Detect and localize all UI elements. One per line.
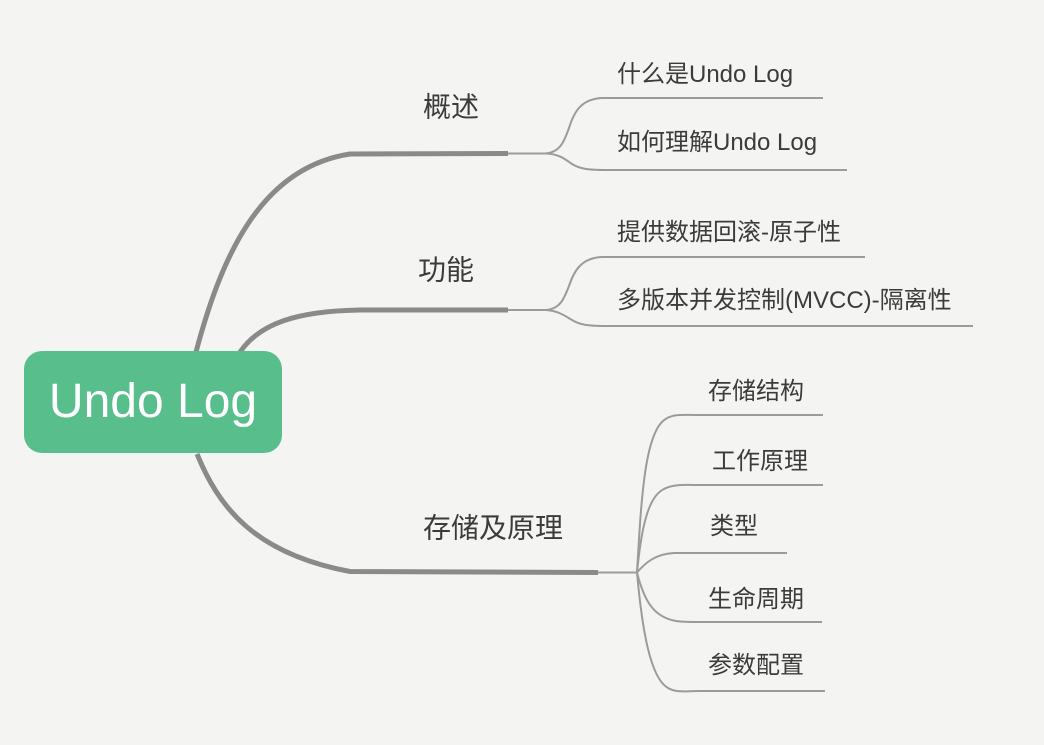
- child-data-rollback-atomicity[interactable]: 提供数据回滚-原子性: [617, 218, 841, 246]
- child-line-storage-structure: [636, 413, 823, 573]
- branch-line-overview: [193, 151, 509, 353]
- child-working-principle[interactable]: 工作原理: [712, 447, 808, 475]
- branch-storage-and-principle[interactable]: 存储及原理: [423, 512, 564, 544]
- child-line-working-principle: [636, 483, 823, 573]
- child-how-to-understand-undo-log[interactable]: 如何理解Undo Log: [617, 128, 818, 156]
- child-line-what-is-undo-log: [508, 97, 823, 155]
- child-parameter-configuration[interactable]: 参数配置: [708, 651, 804, 679]
- child-line-lifecycle: [636, 572, 822, 623]
- root-label: Undo Log: [48, 375, 258, 428]
- child-storage-structure[interactable]: 存储结构: [708, 377, 804, 405]
- child-lifecycle[interactable]: 生命周期: [708, 585, 804, 613]
- child-what-is-undo-log[interactable]: 什么是Undo Log: [617, 60, 794, 88]
- child-type[interactable]: 类型: [710, 512, 758, 540]
- child-mvcc-isolation[interactable]: 多版本并发控制(MVCC)-隔离性: [617, 286, 952, 314]
- child-line-rollback-atomicity: [508, 256, 865, 311]
- child-line-parameter-config: [636, 572, 825, 693]
- child-line-type: [636, 552, 787, 574]
- child-line-mvcc-isolation: [545, 309, 973, 327]
- branch-overview[interactable]: 概述: [423, 91, 480, 123]
- root-node[interactable]: Undo Log: [24, 351, 282, 453]
- child-line-how-to-understand: [545, 152, 847, 171]
- branch-function[interactable]: 功能: [418, 254, 475, 286]
- branch-line-storage: [194, 453, 599, 575]
- branch-line-function: [237, 307, 508, 354]
